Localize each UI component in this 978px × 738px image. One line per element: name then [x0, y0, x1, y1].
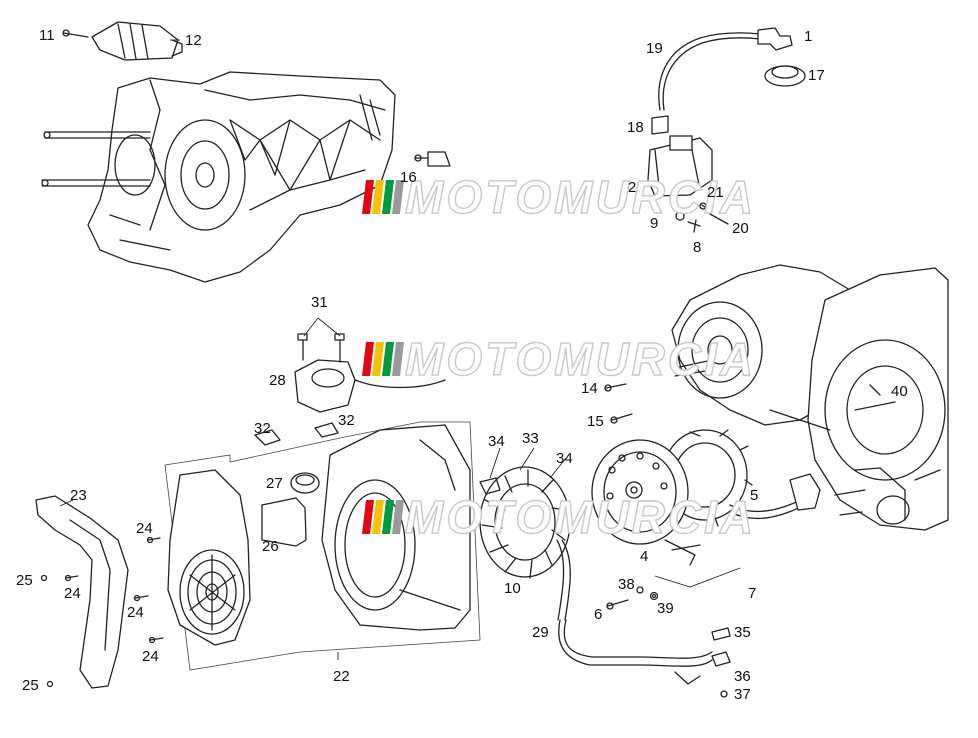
- part-label-14: 14: [581, 380, 598, 397]
- part-label-24d: 24: [142, 648, 159, 665]
- part-label-39: 39: [657, 600, 674, 617]
- part-label-37: 37: [734, 686, 751, 703]
- part-label-21: 21: [707, 184, 724, 201]
- part-label-16: 16: [400, 169, 417, 186]
- watermark-1: MOTOMURCIA: [362, 170, 756, 224]
- part-label-24c: 24: [127, 604, 144, 621]
- part-label-38: 38: [618, 576, 635, 593]
- part-label-33: 33: [522, 430, 539, 447]
- part-label-6: 6: [594, 606, 602, 623]
- part-label-9: 9: [650, 215, 658, 232]
- part-label-20: 20: [732, 220, 749, 237]
- part-label-10: 10: [504, 580, 521, 597]
- part-label-36: 36: [734, 668, 751, 685]
- engine-right-drawing: [671, 264, 949, 531]
- part-label-7: 7: [748, 585, 756, 602]
- part-labels: 1 2 4 5 6 7 8 9 10 11 12 14 15 16 17 18 …: [16, 27, 908, 703]
- watermark-text: MOTOMURCIA: [405, 171, 756, 223]
- part-label-34b: 34: [556, 450, 573, 467]
- part-label-4: 4: [640, 548, 648, 565]
- watermark-stripes: [362, 342, 404, 376]
- part-label-40: 40: [891, 383, 908, 400]
- ignition-coil-drawing: [647, 27, 806, 233]
- part-label-23: 23: [70, 487, 87, 504]
- fan-cover-group: [164, 421, 481, 671]
- part-label-5: 5: [750, 487, 758, 504]
- part-label-26: 26: [262, 538, 279, 555]
- part-label-25a: 25: [16, 572, 33, 589]
- housing-28-drawing: [294, 333, 446, 413]
- flywheel-drawing: [591, 429, 821, 566]
- part-label-32b: 32: [338, 412, 355, 429]
- part-label-28: 28: [269, 372, 286, 389]
- part-label-31: 31: [311, 294, 328, 311]
- cooling-fan-drawing: [479, 466, 713, 685]
- part-label-2: 2: [628, 179, 636, 196]
- clips-32-drawing: [254, 422, 339, 446]
- part-label-29: 29: [532, 624, 549, 641]
- part-label-34a: 34: [488, 433, 505, 450]
- leader-lines: [59, 39, 741, 660]
- part-label-1: 1: [804, 28, 812, 45]
- watermark-stripes: [362, 180, 404, 214]
- part-label-24a: 24: [136, 520, 153, 537]
- small-fasteners-drawing: [40, 383, 731, 698]
- part-label-32a: 32: [254, 420, 271, 437]
- crankcase-drawing: [41, 71, 451, 283]
- part-label-27: 27: [266, 475, 283, 492]
- part-label-35: 35: [734, 624, 751, 641]
- heat-shield-drawing: [35, 495, 129, 689]
- watermark-stripes: [362, 500, 404, 534]
- watermark-2: MOTOMURCIA: [362, 332, 756, 386]
- part-label-19: 19: [646, 40, 663, 57]
- watermark-3: MOTOMURCIA: [362, 490, 756, 544]
- part-label-18: 18: [627, 119, 644, 136]
- part-label-24b: 24: [64, 585, 81, 602]
- starter-motor-drawing: [62, 21, 183, 61]
- part-label-17: 17: [808, 67, 825, 84]
- part-label-25b: 25: [22, 677, 39, 694]
- part-label-12: 12: [185, 32, 202, 49]
- part-label-22: 22: [333, 668, 350, 685]
- part-label-11: 11: [39, 27, 55, 44]
- part-label-15: 15: [587, 413, 604, 430]
- watermark-text: MOTOMURCIA: [405, 333, 756, 385]
- watermark-text: MOTOMURCIA: [405, 491, 756, 543]
- part-label-8: 8: [693, 239, 701, 256]
